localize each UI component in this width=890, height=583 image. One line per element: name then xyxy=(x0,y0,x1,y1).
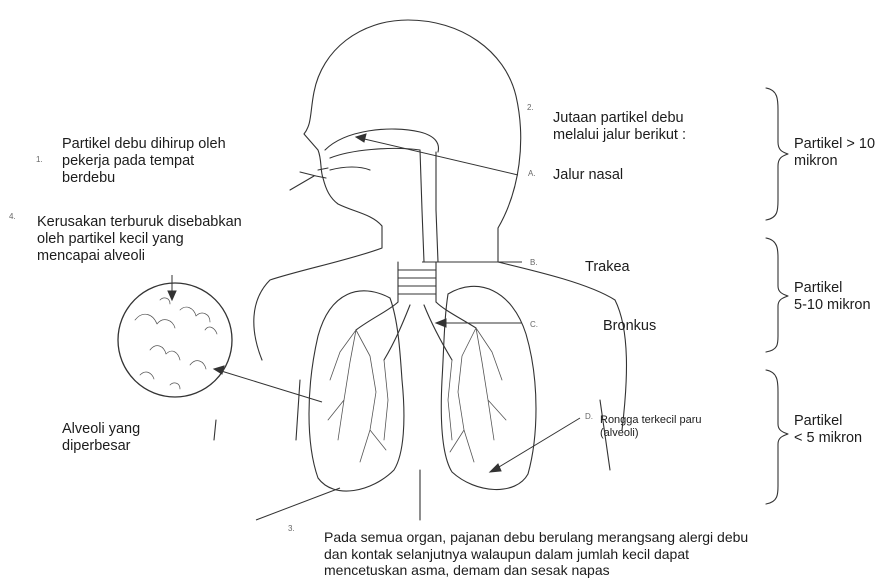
left-lung xyxy=(309,291,404,491)
size-range-5-10: Partikel 5-10 mikron xyxy=(794,280,871,314)
label-smallest-cavity: Rongga terkecil paru (alveoli) xyxy=(600,414,702,440)
marker-a: A. xyxy=(528,169,536,178)
throat xyxy=(420,150,438,262)
marker-4: 4. xyxy=(9,212,16,221)
marker-c: C. xyxy=(530,320,538,329)
leader-lines xyxy=(168,134,580,520)
label-step-2: Jutaan partikel debu melalui jalur berik… xyxy=(553,110,686,144)
nostril-marks xyxy=(290,168,328,190)
label-step-1: Partikel debu dihirup oleh pekerja pada … xyxy=(62,136,226,187)
footer-note: Pada semua organ, pajanan debu berulang … xyxy=(324,529,748,579)
bronchi xyxy=(356,302,476,360)
bracket-10 xyxy=(766,88,788,220)
bronchial-tree xyxy=(328,328,506,462)
alveoli-magnified xyxy=(118,283,232,397)
bracket-5 xyxy=(766,370,788,504)
marker-d: D. xyxy=(585,412,593,421)
label-alveoli-enlarged: Alveoli yang diperbesar xyxy=(62,421,140,455)
label-nasal: Jalur nasal xyxy=(553,167,623,184)
right-lung xyxy=(441,286,536,489)
marker-b: B. xyxy=(530,258,538,267)
marker-3: 3. xyxy=(288,524,295,533)
trachea-outline xyxy=(398,262,436,302)
label-bronchus: Bronkus xyxy=(603,318,656,335)
arm-left xyxy=(214,380,300,440)
marker-2: 2. xyxy=(527,103,534,112)
trachea-rings xyxy=(398,270,436,294)
marker-1: 1. xyxy=(36,155,43,164)
nasal-cavity xyxy=(325,129,438,170)
size-range-over-10: Partikel > 10 mikron xyxy=(794,136,875,170)
alveoli-texture xyxy=(135,298,217,389)
label-step-4: Kerusakan terburuk disebabkan oleh parti… xyxy=(37,214,242,265)
head-outline xyxy=(254,20,408,360)
size-range-under-5: Partikel < 5 mikron xyxy=(794,413,862,447)
head-back xyxy=(408,20,626,430)
label-trachea: Trakea xyxy=(585,259,630,276)
bracket-5-10 xyxy=(766,238,788,352)
